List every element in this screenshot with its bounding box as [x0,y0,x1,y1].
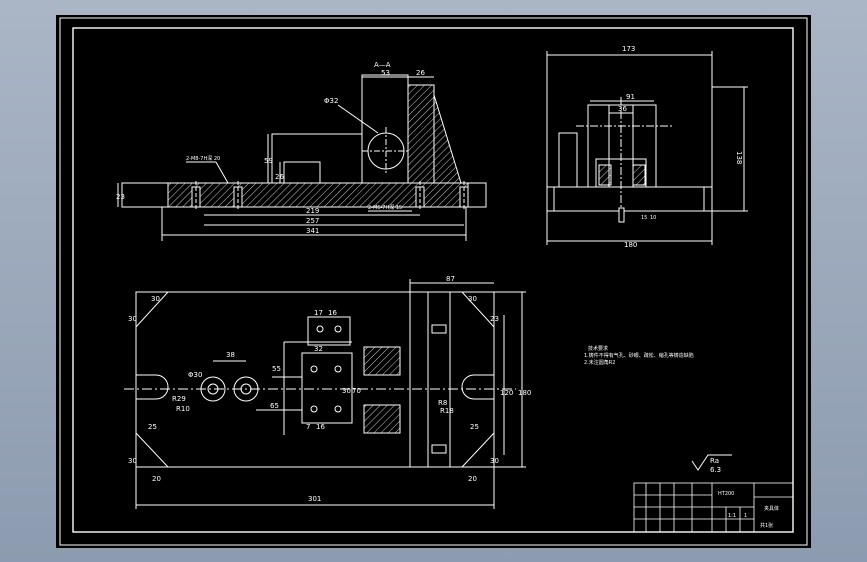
dim-70: 70 [352,387,361,395]
dim-r29: R29 [172,395,186,403]
title-scale: 1:1 [728,513,736,519]
dim-91: 91 [626,93,635,101]
dim-301: 301 [308,495,321,503]
dim-bl20: 20 [152,475,161,483]
dim-138: 138 [735,151,743,164]
dim-bl30v: 30 [128,457,137,465]
roughness-ra: Ra [710,457,719,465]
dim-55: 55 [272,365,281,373]
sheet-border-outer [59,17,808,546]
dim-180: 180 [624,241,637,249]
notes-line-1: 1.铸件不得有气孔、砂眼、疏松、缩孔等铸造缺陷 [584,352,694,359]
dim-15: 15 [641,215,647,221]
dim-r18: R18 [440,407,454,415]
title-count: 1 [744,513,747,519]
dim-br20: 20 [468,475,477,483]
dim-r10: R10 [176,405,190,413]
dim-180v: 180 [518,389,531,397]
cad-viewport[interactable]: A—A 53 26 Φ32 59 26 23 219 257 341 2-M8-… [56,15,811,548]
dim-30m: 30 [342,387,351,395]
title-block [633,482,794,533]
engineering-drawing: A—A 53 26 Φ32 59 26 23 219 257 341 2-M8-… [59,17,808,546]
note-m6: 2-M6-7H深 15 [368,204,402,211]
dim-7: 7 [306,423,310,431]
dim-87: 87 [446,275,455,283]
dim-120: 120 [500,389,513,397]
title-name: 夹具体 [764,505,779,512]
dim-br30: 30 [490,457,499,465]
dim-tl30v: 30 [128,315,137,323]
dim-219: 219 [306,207,319,215]
roughness-symbol [691,454,732,471]
dim-17: 17 [314,309,323,317]
dim-257: 257 [306,217,319,225]
dim-phi32: Φ32 [324,97,338,105]
dim-53: 53 [381,69,390,77]
dim-341: 341 [306,227,319,235]
sheet-border-inner [72,27,794,533]
dim-r8: R8 [438,399,447,407]
front-section-view [117,74,487,241]
notes-title: 技术要求 [588,345,608,352]
dim-32: 32 [314,345,323,353]
dim-16a: 16 [328,309,337,317]
dim-23: 23 [116,193,125,201]
title-material: HT200 [718,491,734,497]
dim-59: 59 [264,157,273,165]
section-label: A—A [374,61,391,69]
dim-38: 38 [226,351,235,359]
dim-tr30: 30 [468,295,477,303]
dim-25l: 25 [148,423,157,431]
side-view [546,51,748,245]
dim-25r: 25 [470,423,479,431]
dim-10: 10 [650,215,656,221]
dim-173: 173 [622,45,635,53]
dim-16b: 16 [316,423,325,431]
note-m8: 2-M8-7H深 20 [186,155,220,162]
dim-26-left: 26 [275,173,284,181]
dim-23r: 23 [490,315,499,323]
dim-65: 65 [270,402,279,410]
dim-26-top: 26 [416,69,425,77]
title-sheet: 共1张 [760,522,773,529]
dim-tl30h: 30 [151,295,160,303]
dim-36: 36 [618,105,627,113]
roughness-value: 6.3 [710,466,721,474]
notes-line-2: 2.未注圆角R2 [584,359,615,366]
plan-view [124,279,526,509]
dim-phi30: Φ30 [188,371,202,379]
